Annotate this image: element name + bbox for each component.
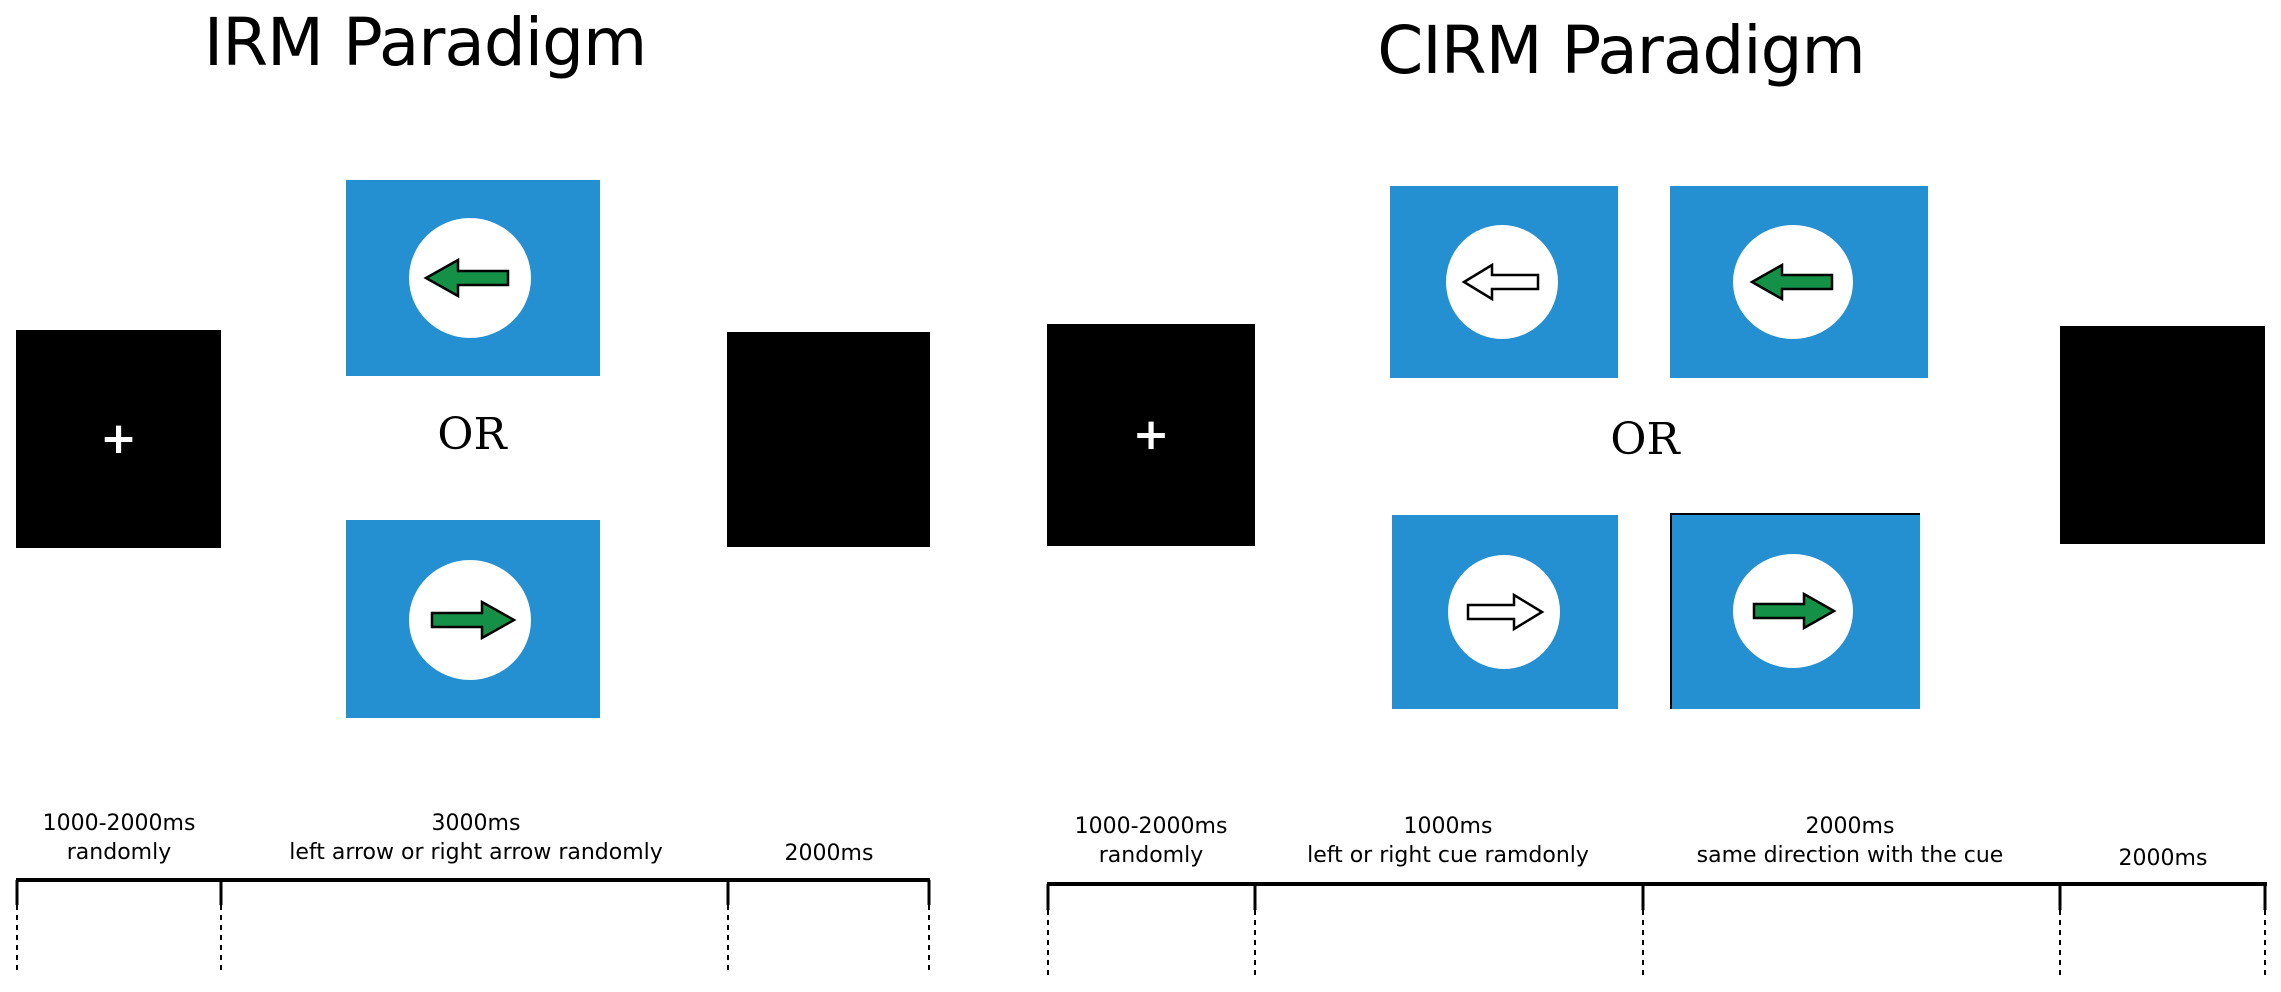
irm-timeline-axis bbox=[16, 878, 930, 882]
green-right-arrow-icon bbox=[430, 599, 517, 641]
description: randomly bbox=[1098, 842, 1204, 868]
fixation-cross: + bbox=[1132, 409, 1170, 460]
cirm-timeline-label-3: 2000ms same direction with the cue bbox=[1697, 813, 2004, 870]
green-left-arrow-icon bbox=[1749, 262, 1834, 302]
irm-title: IRM Paradigm bbox=[203, 4, 648, 81]
cue-circle bbox=[1448, 555, 1560, 669]
description: left or right cue ramdonly bbox=[1307, 842, 1589, 868]
cirm-stimulus-right-screen bbox=[1670, 513, 1920, 709]
cirm-timeline-label-2: 1000ms left or right cue ramdonly bbox=[1307, 813, 1589, 870]
cirm-blank-screen bbox=[2060, 326, 2265, 544]
duration: 1000-2000ms bbox=[1074, 814, 1228, 839]
stimulus-circle bbox=[409, 218, 531, 338]
cirm-cue-right-screen bbox=[1392, 515, 1618, 709]
irm-fixation-screen: + bbox=[16, 330, 221, 548]
fixation-cross: + bbox=[100, 413, 137, 464]
irm-timeline-label-2: 3000ms left arrow or right arrow randoml… bbox=[289, 810, 663, 867]
cirm-timeline-label-4: 2000ms bbox=[2119, 845, 2208, 874]
duration: 3000ms bbox=[431, 811, 521, 836]
duration: 2000ms bbox=[1805, 814, 1895, 839]
description: same direction with the cue bbox=[1696, 842, 2004, 868]
duration: 1000-2000ms bbox=[42, 811, 196, 836]
irm-timeline-label-3: 2000ms bbox=[785, 840, 874, 869]
irm-stimulus-left-screen bbox=[346, 180, 600, 376]
duration: 2000ms bbox=[784, 841, 874, 866]
cue-circle bbox=[1446, 225, 1558, 339]
cirm-timeline-label-1: 1000-2000ms randomly bbox=[1075, 813, 1228, 870]
cirm-fixation-screen: + bbox=[1047, 324, 1255, 546]
cirm-cue-left-screen bbox=[1390, 186, 1618, 378]
green-left-arrow-icon bbox=[423, 257, 510, 299]
stimulus-circle bbox=[1733, 554, 1853, 668]
cirm-stimulus-left-screen bbox=[1670, 186, 1928, 378]
cirm-timeline-axis bbox=[1047, 882, 2267, 886]
irm-or-label: OR bbox=[437, 409, 507, 460]
green-right-arrow-icon bbox=[1752, 591, 1837, 631]
white-left-arrow-icon bbox=[1461, 262, 1540, 302]
irm-timeline-label-1: 1000-2000ms randomly bbox=[43, 810, 196, 867]
stimulus-circle bbox=[1733, 225, 1853, 339]
irm-stimulus-right-screen bbox=[346, 520, 600, 718]
stimulus-circle bbox=[409, 560, 531, 680]
white-right-arrow-icon bbox=[1466, 592, 1545, 632]
irm-blank-screen bbox=[727, 332, 930, 547]
duration: 1000ms bbox=[1403, 814, 1493, 839]
description: left arrow or right arrow randomly bbox=[289, 839, 663, 865]
description: randomly bbox=[66, 839, 172, 865]
cirm-title: CIRM Paradigm bbox=[1377, 12, 1866, 89]
duration: 2000ms bbox=[2118, 846, 2208, 871]
cirm-or-label: OR bbox=[1610, 414, 1680, 465]
